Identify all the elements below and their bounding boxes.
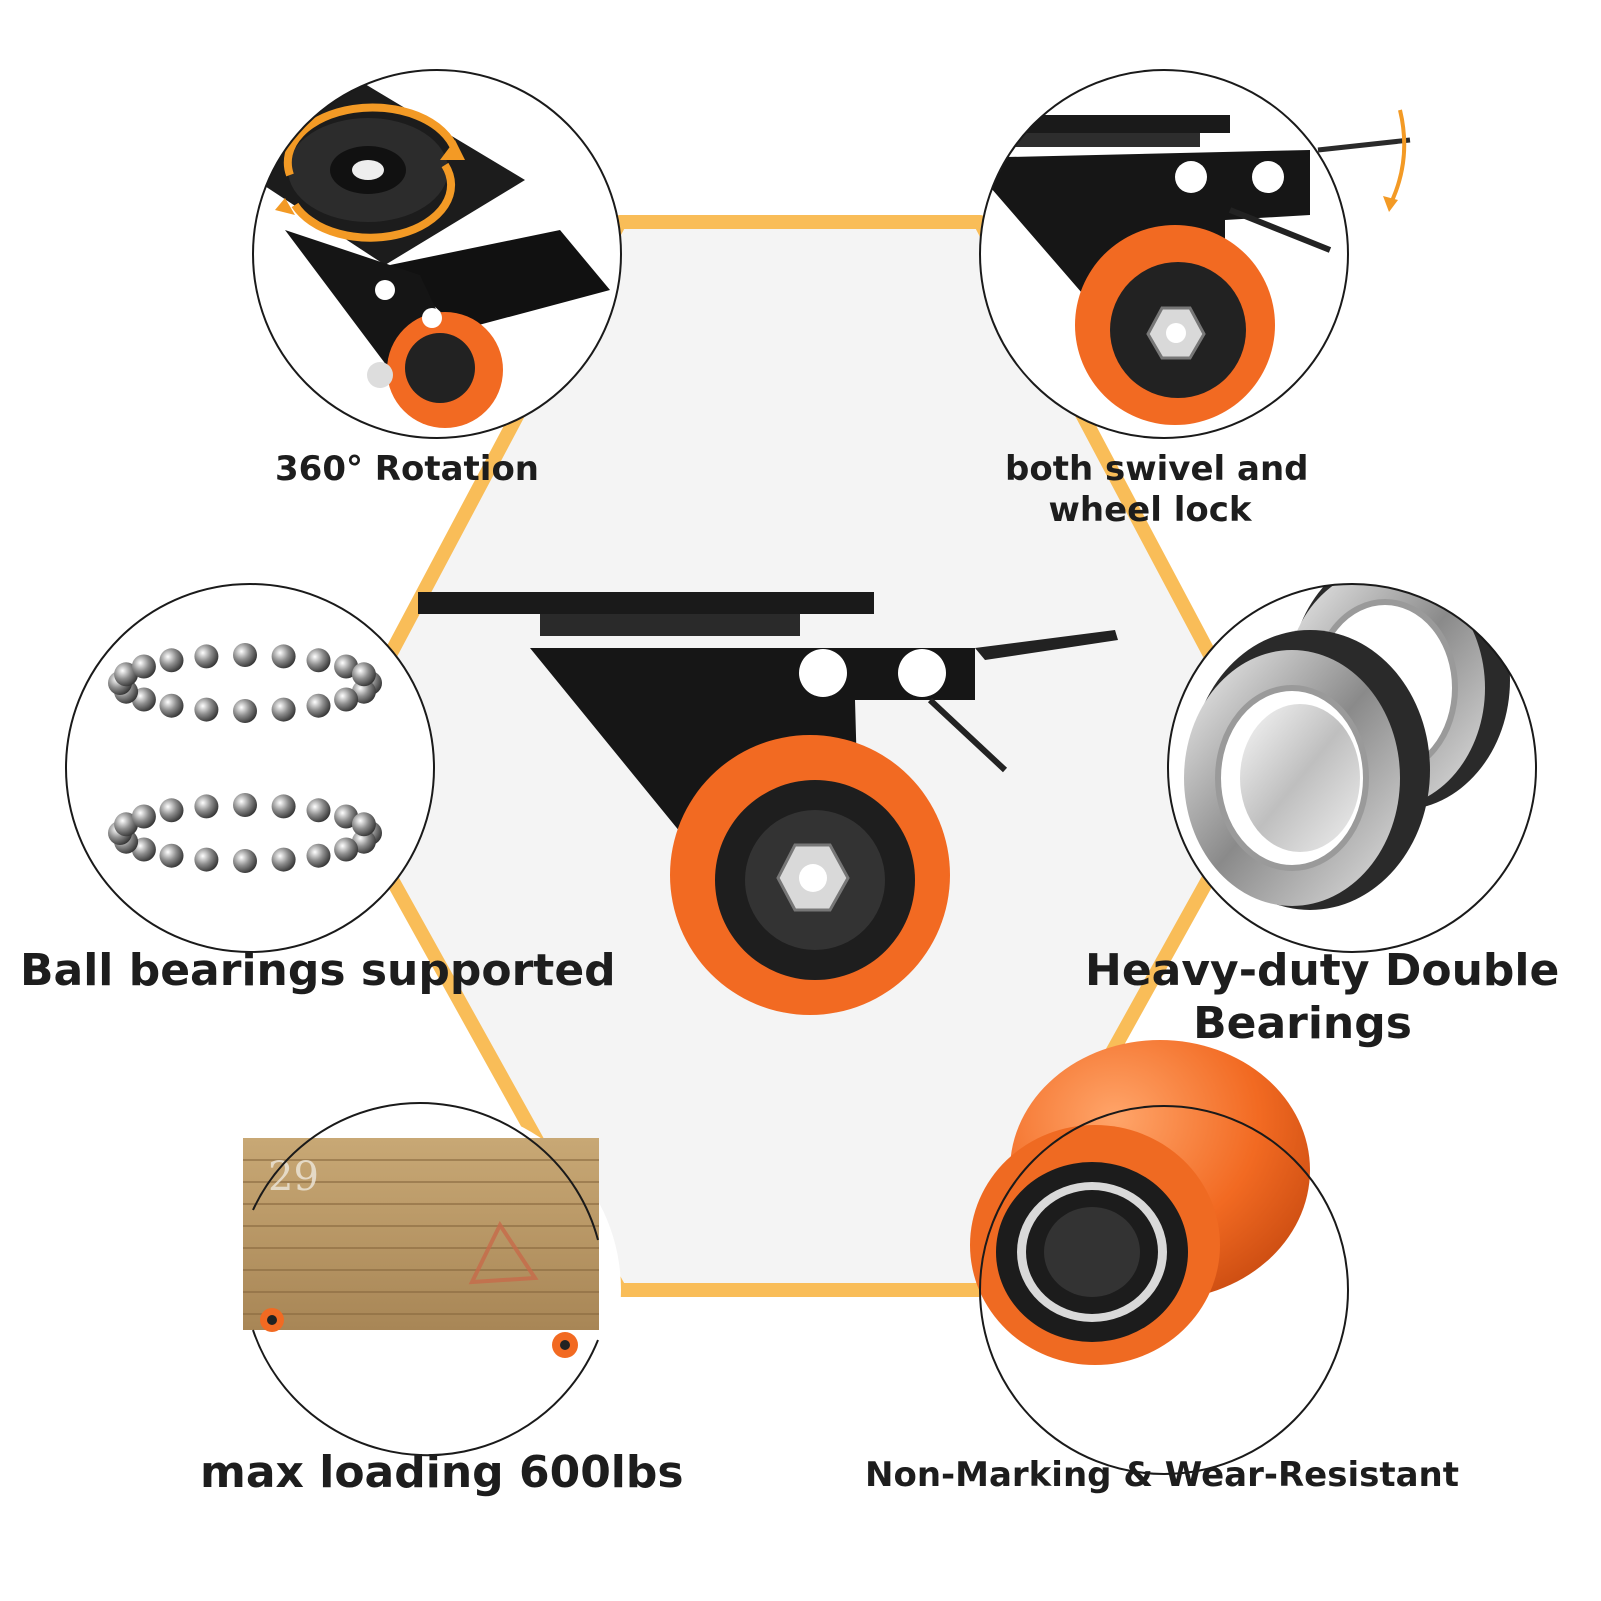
feature-rotation [252,69,622,439]
orange-wheel-icon [970,1040,1310,1365]
label-line: wheel lock [1048,489,1252,530]
steel-ball [159,843,184,868]
steel-ball [131,654,156,679]
label-line: 360° Rotation [275,449,540,489]
steel-ball [233,699,257,723]
caster-brake-icon [980,115,1332,425]
steel-ball [306,843,331,868]
label-rotation: 360° Rotation [275,449,540,490]
steel-ball [233,849,257,873]
label-lock: both swivel and wheel lock [1005,449,1309,531]
brake-pedal-icon [1317,137,1411,153]
center-caster-image [418,592,1118,1015]
steel-ball [194,697,219,722]
ball-bearing-rings-icon [108,643,382,873]
steel-ball [306,798,331,823]
feature-double-bearings [1167,583,1537,953]
steel-ball [159,693,184,718]
steel-ball [306,648,331,673]
label-line: Non-Marking & Wear-Resistant [865,1455,1460,1495]
label-double-bearings: Heavy-duty Double Bearings [1085,945,1560,1051]
steel-ball [159,648,184,673]
steel-ball [159,798,184,823]
steel-ball [233,793,257,817]
steel-ball [194,644,219,669]
steel-ball [351,812,376,837]
label-line: Ball bearings supported [20,945,616,996]
feature-loading: 29 [243,1102,621,1474]
feature-non-marking [970,1040,1349,1475]
label-line: Bearings [1193,997,1412,1049]
feature-ball-bearings [65,583,435,953]
steel-ball [351,662,376,687]
steel-ball [306,693,331,718]
steel-ball [271,847,296,872]
label-ball-bearings: Ball bearings supported [20,945,616,998]
steel-ball [271,644,296,669]
steel-ball [334,837,359,862]
label-non-marking: Non-Marking & Wear-Resistant [865,1455,1460,1496]
steel-ball [131,804,156,829]
wooden-crate-icon: 29 [243,1138,599,1358]
label-line: both swivel and [1005,449,1309,489]
label-line: Heavy-duty Double [1085,945,1560,996]
label-line: max loading 600lbs [200,1447,684,1498]
double-bearing-icon [1184,584,1510,910]
feature-lock [979,69,1411,439]
crate-number: 29 [268,1154,319,1200]
steel-ball [334,687,359,712]
label-loading: max loading 600lbs [200,1447,684,1500]
steel-ball [233,643,257,667]
steel-ball [271,794,296,819]
lock-arrow-icon [1388,109,1407,206]
steel-ball [194,847,219,872]
steel-ball [271,697,296,722]
steel-ball [194,794,219,819]
